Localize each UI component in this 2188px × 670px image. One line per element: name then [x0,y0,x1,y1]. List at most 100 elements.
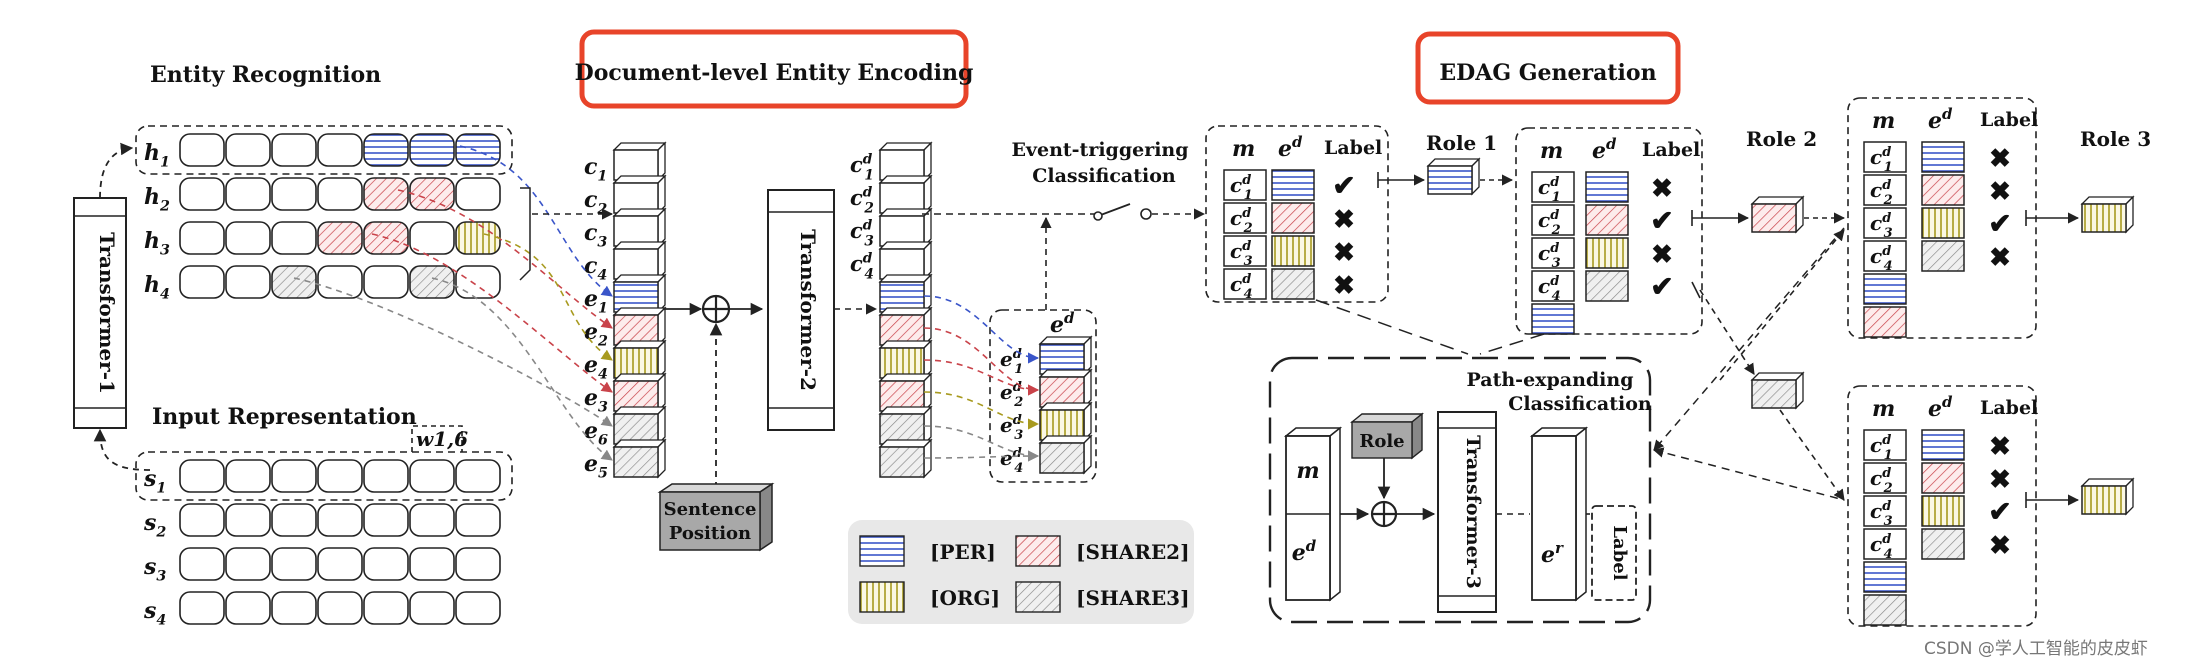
c-cell-3-top [612,208,667,217]
path-to-table3-arrow [1719,229,1845,381]
table-1-check-mark-1: ✔ [1332,169,1355,202]
ed-cell-4-top [1038,435,1093,444]
role-box: Role [1350,412,1424,460]
table-1-ed-cell [1271,268,1315,300]
table-3-ed-cell [1921,207,1965,239]
s3-cell [409,547,455,581]
c-cell-4-face [613,248,659,280]
s1-cell [225,459,271,493]
table-3-m-cell [1863,141,1907,173]
role-3b-node-side [2125,477,2134,516]
share3-node-top [1750,372,1805,381]
e-label-5: e6 [584,418,608,449]
table-2-m-cell [1531,171,1575,203]
s1-cell [409,459,455,493]
w16-bracket [411,425,463,452]
ed-src-cell-1 [878,273,933,314]
s4-cell [409,591,455,625]
ed-src-cell-5 [878,405,933,446]
oplus-combine-1 [701,294,731,324]
c-label-1: c1 [584,154,607,185]
table-1-cross-mark-3: ✖ [1333,238,1355,268]
table-3-ed-cell [1921,174,1965,206]
s3-cell [455,547,501,581]
sentence-position-box: Sentence Position [657,482,775,552]
s4-cell [455,591,501,625]
ed-src-cell-2 [878,306,933,347]
c-cell-4-top [612,241,667,250]
sentence-position-line2: Position [669,523,751,544]
hidden-label-1: h1 [144,140,170,171]
table-4-check-mark-3: ✔ [1988,495,2011,528]
e-cell-4-top [612,373,667,382]
table-3-m-header: m [1872,108,1895,134]
label-box-text: Label [1609,525,1630,580]
table4-to-path-arrow [1652,447,1845,501]
table3-to-path-arrow [1653,227,1845,451]
h1-cell [317,133,363,167]
table1-to-path-line [1315,299,1469,355]
table-4-ed-header: ed [1928,393,1953,422]
switch-contact [1140,208,1152,220]
cd-cell-4 [878,240,933,281]
cd-cell-3 [878,207,933,248]
cd-cell-3-top [878,208,933,217]
legend-share2: [SHARE2] [1076,540,1190,564]
table-4-m-cell [1863,462,1907,494]
legend-share3: [SHARE3] [1076,586,1190,610]
e-cell-6-face [613,446,659,478]
switch-pivot [1093,211,1103,221]
table-2-cross-mark-1: ✖ [1651,174,1673,204]
ed-header: ed [1050,309,1075,338]
c-cell-1-side [657,141,666,182]
sentence-label-1: s1 [143,466,166,497]
table-2-label-header: Label [1642,139,1700,161]
h4-cell [455,265,501,299]
table-2-check-mark-2: ✔ [1650,204,1673,237]
role-2-node [1750,195,1805,234]
role-nodes [1377,157,2135,516]
table-4-m-header: m [1872,396,1895,422]
e-cell-3-top [612,340,667,349]
word-w16-label: w1,6 [416,427,468,451]
s1-cell [179,459,225,493]
s3-cell [225,547,271,581]
table-3-cross-mark-2: ✖ [1989,177,2011,207]
e-cell-3-side [657,339,666,380]
e-label-3: e4 [584,352,608,383]
ed-cell-3-top [1038,402,1093,411]
hidden-label-4: h4 [144,272,170,303]
role-3-node-side [2125,195,2134,234]
table-1-cross-mark-2: ✖ [1333,205,1355,235]
role-2-node-face [1751,203,1797,233]
role-3b-node [2080,477,2135,516]
s2-cell [363,503,409,537]
c-cell-4 [612,240,667,281]
h2-cell [271,177,317,211]
hidden-label-2: h2 [144,184,170,215]
c-cell-2-face [613,182,659,214]
ed-cell-2-side [1083,368,1092,409]
ed-cell-3-face [1039,409,1085,441]
h4-cell [271,265,317,299]
table-2-m-cell [1531,204,1575,236]
table-4-m-cell [1863,495,1907,527]
table-3-cross-mark-4: ✖ [1989,243,2011,273]
s1-group-outline [135,451,513,501]
table-3-ed-cell [1921,141,1965,173]
e-cell-5-side [657,405,666,446]
